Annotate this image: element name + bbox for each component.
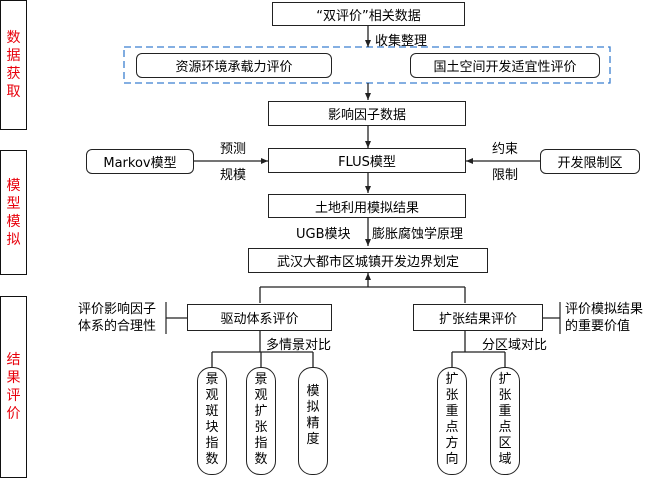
zone-compare-label: 分区域对比 (482, 338, 548, 353)
flus-box: FLUS模型 (268, 148, 466, 173)
multi-scenario-label: 多情景对比 (266, 338, 332, 353)
resource-capacity-box: 资源环境承载力评价 (136, 53, 332, 78)
predict-label: 预测 (220, 142, 247, 157)
collect-label: 收集整理 (375, 34, 428, 49)
importance-note: 评价模拟结果 的重要价值 (565, 302, 644, 334)
sidebar-result-evaluation-label: 结果评价 (6, 352, 21, 422)
constraint-label: 约束 (492, 142, 519, 157)
sim-accuracy-label: 模拟精度 (306, 384, 320, 447)
direction-pill: 扩张重点方向 (437, 367, 467, 475)
expansion-index-pill: 景观扩张指数 (246, 367, 276, 475)
factor-data-box: 影响因子数据 (268, 101, 466, 126)
expansion-index-label: 景观扩张指数 (254, 372, 268, 467)
sidebar-model-simulation-label: 模型模拟 (6, 177, 21, 248)
limit-label: 限制 (492, 168, 519, 183)
sidebar-result-evaluation: 结果评价 (0, 296, 27, 478)
shuang-evaluation-data-box: “双评价”相关数据 (272, 2, 465, 26)
sim-accuracy-pill: 模拟精度 (298, 367, 328, 475)
scale-label: 规模 (220, 168, 247, 183)
erosion-label: 膨胀腐蚀学原理 (372, 227, 464, 242)
direction-label: 扩张重点方向 (445, 372, 459, 467)
land-suitability-box: 国土空间开发适宜性评价 (410, 53, 600, 78)
sidebar-data-acquisition: 数据获取 (0, 0, 27, 130)
ugb-label: UGB模块 (296, 227, 351, 242)
land-sim-result-box: 土地利用模拟结果 (268, 194, 466, 218)
patch-index-label: 景观斑块指数 (205, 372, 219, 467)
markov-box: Markov模型 (86, 149, 194, 174)
factor-rationality-note: 评价影响因子 体系的合理性 (78, 302, 157, 334)
region-pill: 扩张重点区域 (490, 367, 520, 475)
data-evaluation-dashed-frame (123, 46, 611, 84)
sidebar-data-acquisition-label: 数据获取 (6, 30, 21, 100)
expansion-eval-box: 扩张结果评价 (413, 304, 543, 331)
patch-index-pill: 景观斑块指数 (197, 367, 227, 475)
driving-eval-box: 驱动体系评价 (187, 304, 332, 331)
boundary-box: 武汉大都市区城镇开发边界划定 (248, 248, 488, 273)
sidebar-model-simulation: 模型模拟 (0, 150, 27, 275)
restriction-zone-box: 开发限制区 (540, 149, 640, 174)
region-label: 扩张重点区域 (498, 372, 512, 467)
